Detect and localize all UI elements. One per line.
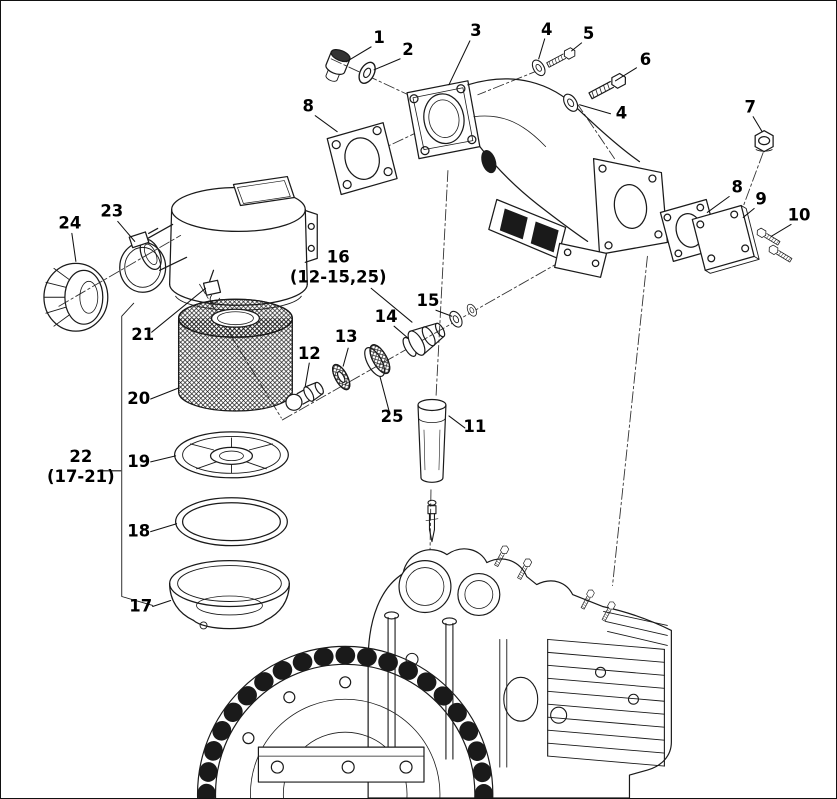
callout-leader-6 xyxy=(614,67,637,82)
callout-leader-2 xyxy=(373,58,401,71)
callout-leader-8b xyxy=(706,195,730,213)
cylinder-fins xyxy=(547,638,665,767)
callout-leader-24 xyxy=(71,232,77,262)
callout-leader-12 xyxy=(304,362,310,387)
callout-label-16: 16(12-15,25) xyxy=(290,247,387,286)
callout-leader-3 xyxy=(448,40,471,86)
callout-label-11: 11 xyxy=(463,417,486,436)
callout-label-19: 19 xyxy=(127,452,150,471)
screen-part-25 xyxy=(364,344,391,377)
fitting-part-12 xyxy=(285,381,324,411)
washer-part-2 xyxy=(355,58,380,87)
washer-part-4a xyxy=(529,57,549,79)
callout-label-18: 18 xyxy=(127,522,150,541)
gasket-part-8-left xyxy=(326,122,398,196)
callout-label-22: 22(17-21) xyxy=(47,447,115,486)
engine-details xyxy=(384,544,668,768)
callout-leader-25 xyxy=(379,376,390,412)
callout-leader-1 xyxy=(345,46,372,63)
callout-label-4a: 4 xyxy=(541,20,552,39)
callout-leader-18 xyxy=(150,523,178,533)
clip-part-21 xyxy=(202,269,222,304)
bowl-part-17 xyxy=(169,559,290,630)
callout-label-24: 24 xyxy=(58,213,81,232)
air-cleaner-housing xyxy=(139,175,318,311)
callout-label-7: 7 xyxy=(744,98,755,117)
callout-leader-16 xyxy=(370,287,413,323)
callout-label-20: 20 xyxy=(127,389,150,408)
callout-leader-11 xyxy=(448,415,466,429)
callout-leader-9 xyxy=(742,207,755,218)
callout-label-2: 2 xyxy=(402,40,413,59)
callout-label-23: 23 xyxy=(100,201,123,220)
callout-leader-21 xyxy=(151,287,207,333)
cylinder-fins-edges xyxy=(547,638,665,767)
callout-label-3: 3 xyxy=(470,21,481,40)
washer-part-4b xyxy=(560,91,582,115)
manifold-part-3 xyxy=(406,78,668,278)
callout-leader-4b xyxy=(579,104,612,115)
valve-fitting xyxy=(425,499,439,543)
callout-label-5: 5 xyxy=(583,24,594,43)
oring-part-18 xyxy=(174,497,288,547)
baffle-part-19 xyxy=(173,431,289,479)
bolt-part-10 xyxy=(754,226,782,248)
callout-leader-19 xyxy=(150,455,177,463)
washer-part-13 xyxy=(332,363,351,391)
inlet-cap-part-24 xyxy=(43,262,109,332)
callout-label-12: 12 xyxy=(298,344,321,363)
engine-crankcase xyxy=(367,548,672,798)
washer-part-15 xyxy=(464,302,479,319)
nut-part-7 xyxy=(754,130,774,153)
callout-leader-7 xyxy=(752,116,763,133)
callout-leader-20 xyxy=(150,387,180,400)
callout-label-6: 6 xyxy=(640,50,651,69)
callout-leader-4a xyxy=(538,38,546,60)
breather-fitting-chain xyxy=(285,302,479,483)
bolt-part-10 xyxy=(766,243,794,264)
air-cleaner-assembly xyxy=(43,175,318,630)
callout-leader-15 xyxy=(435,309,453,317)
callout-leader-23 xyxy=(117,220,136,242)
callout-leader-8a xyxy=(314,115,338,133)
tube-part-11 xyxy=(417,398,447,483)
callout-label-14: 14 xyxy=(375,307,398,326)
callout-label-1: 1 xyxy=(373,28,384,47)
callout-label-10: 10 xyxy=(788,205,811,224)
group-bracket-22 xyxy=(121,302,154,606)
callout-leaders xyxy=(71,38,792,608)
callout-label-17: 17 xyxy=(129,596,152,615)
callout-label-8a: 8 xyxy=(303,97,314,116)
clamp-part-23 xyxy=(119,227,167,293)
cover-plate-part-9 xyxy=(691,204,760,274)
callout-leader-14 xyxy=(393,325,409,339)
callout-label-15: 15 xyxy=(417,291,440,310)
washer-part-15 xyxy=(446,308,466,330)
callout-label-13: 13 xyxy=(335,327,358,346)
callout-leader-10 xyxy=(770,223,792,237)
plug-part-1 xyxy=(325,48,351,82)
filter-element-part-20 xyxy=(177,298,293,412)
fitting-part-14 xyxy=(402,322,446,357)
engine-mount-foot xyxy=(257,746,425,783)
callout-leader-13 xyxy=(342,347,349,367)
callout-leader-17 xyxy=(152,599,172,608)
callout-leader-5 xyxy=(571,42,583,52)
callout-label-8b: 8 xyxy=(731,178,742,197)
callout-label-25: 25 xyxy=(381,407,404,426)
callout-label-21: 21 xyxy=(131,325,154,344)
callout-label-4b: 4 xyxy=(616,104,627,123)
push-rods xyxy=(387,616,454,760)
callout-label-9: 9 xyxy=(755,189,766,208)
flywheel xyxy=(197,645,494,798)
manifold-assembly xyxy=(325,46,794,278)
